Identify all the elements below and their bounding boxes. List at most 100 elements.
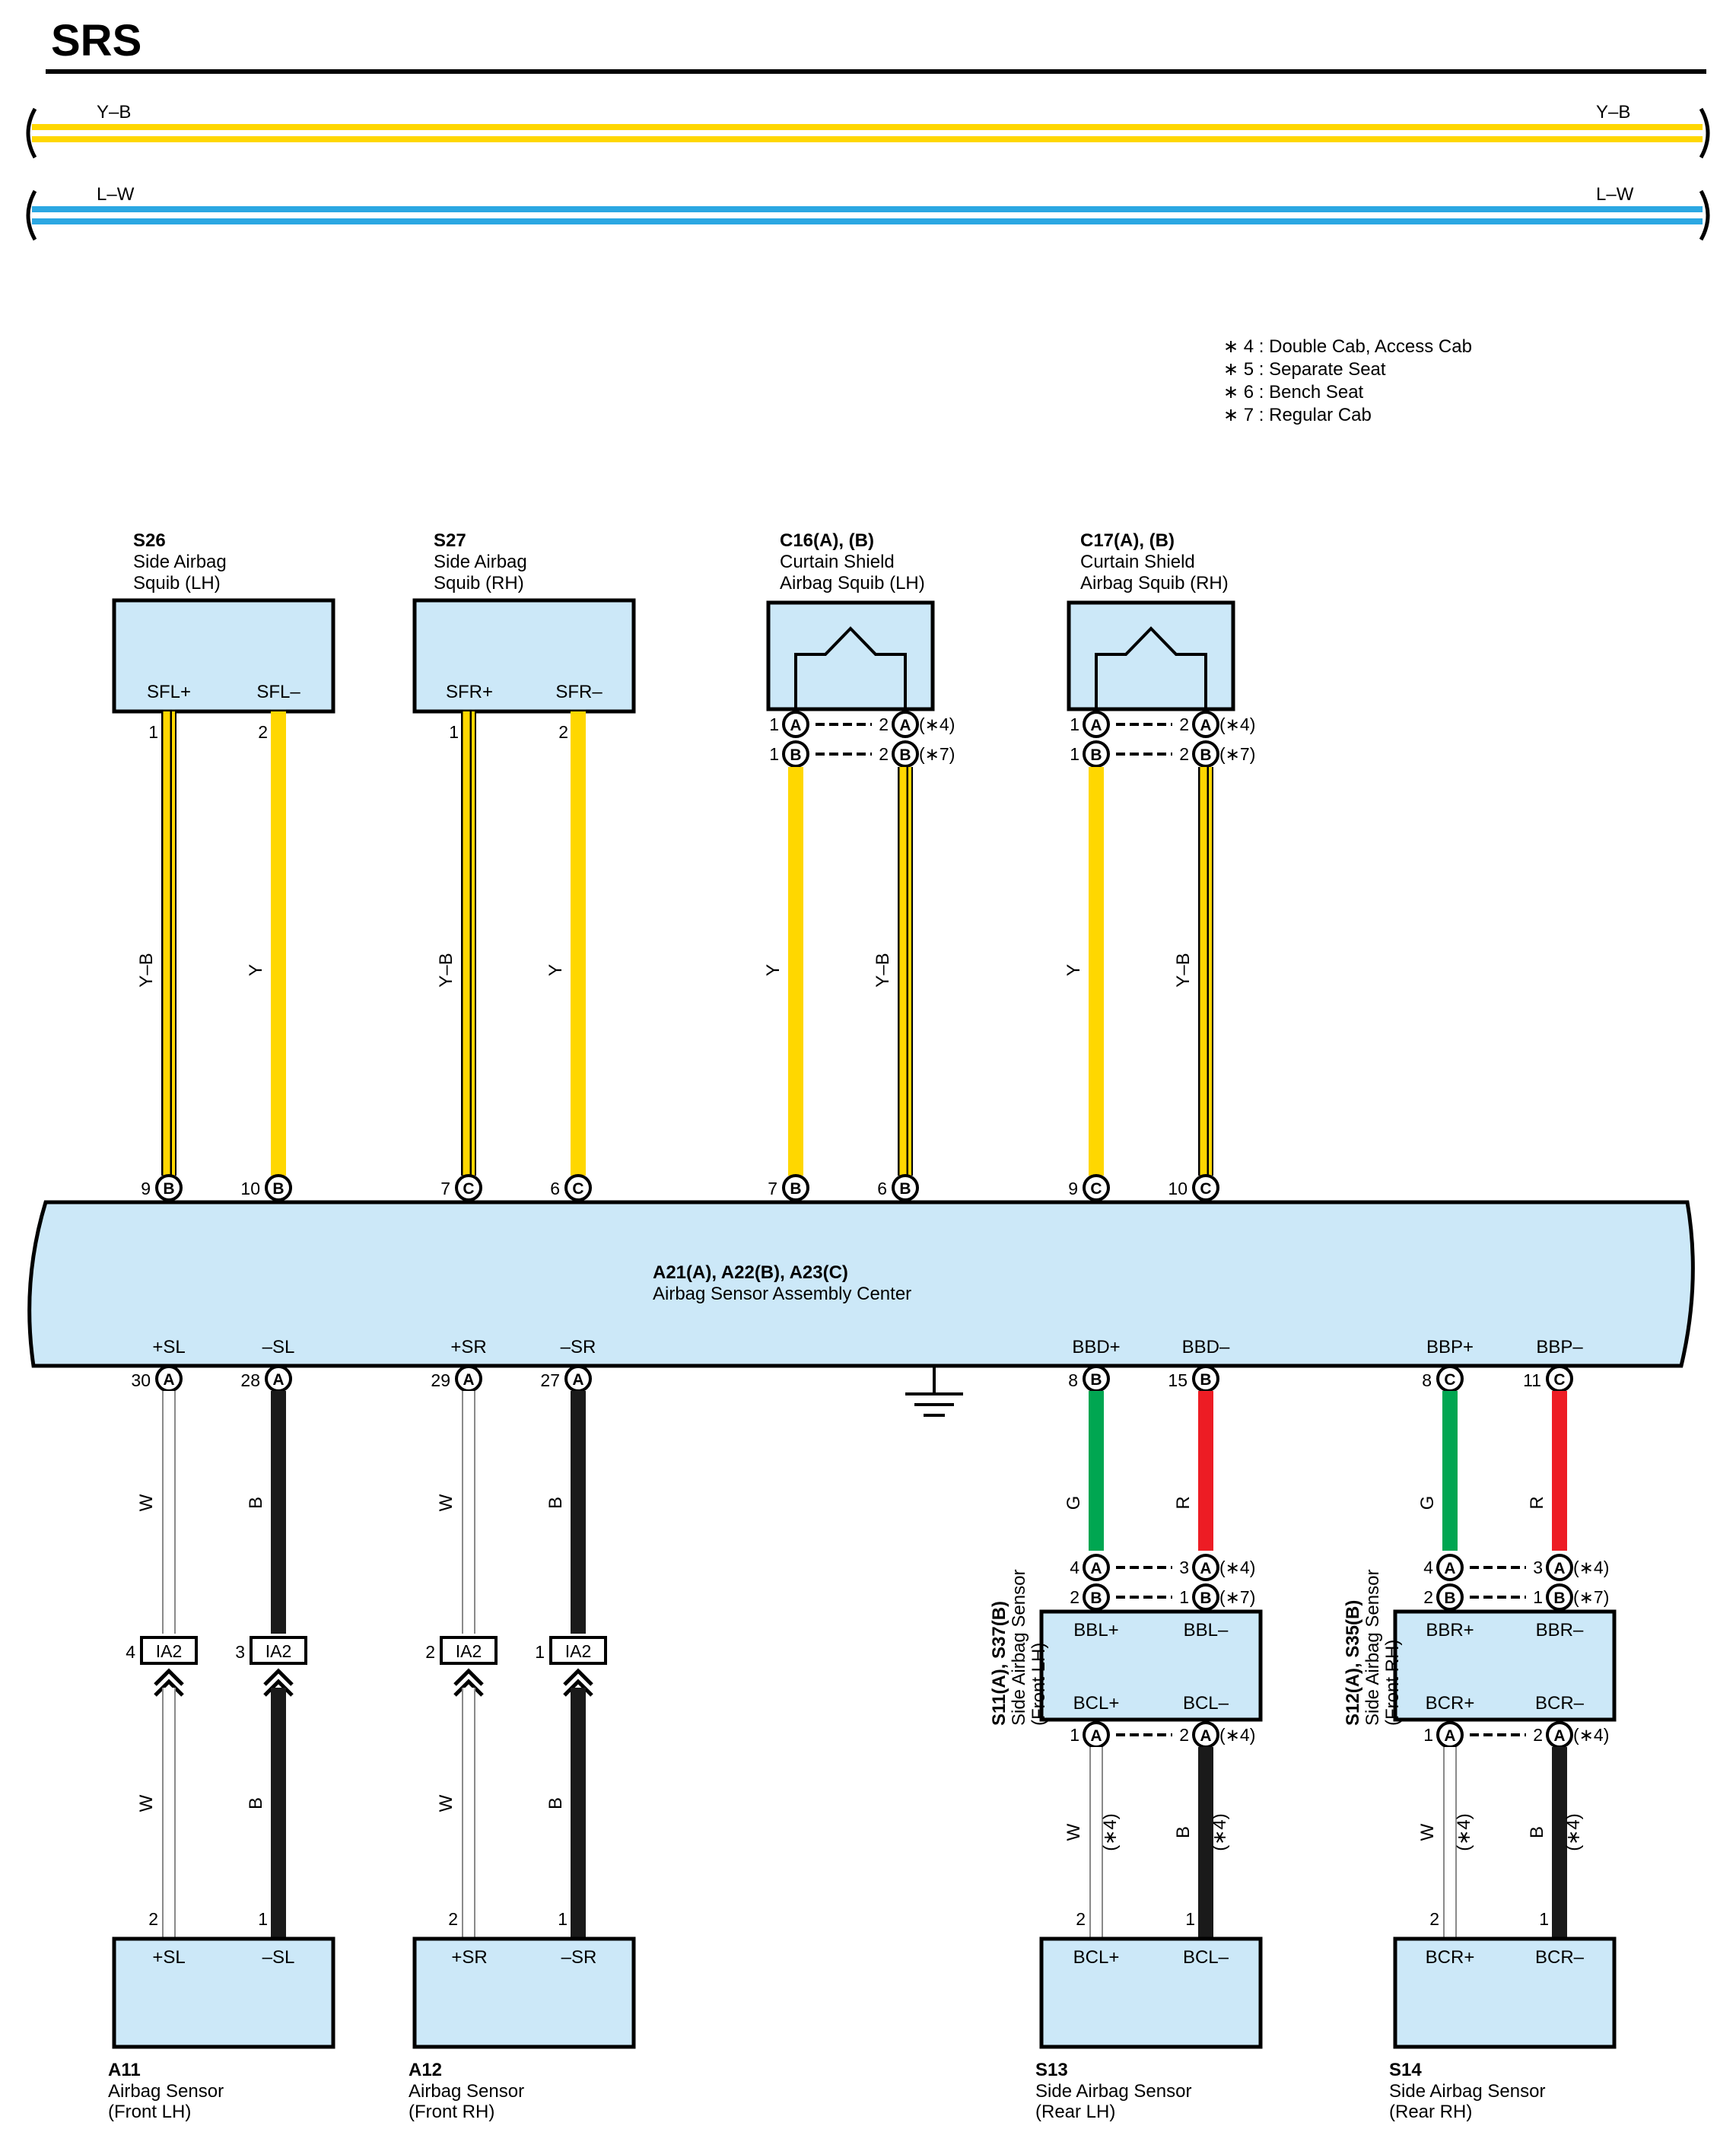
connector-pin xyxy=(892,1174,919,1201)
pin-number: 1 xyxy=(1185,1909,1195,1929)
connector-pin-letter: C xyxy=(1200,1180,1211,1198)
component-s27 xyxy=(412,598,636,714)
pin-number: 11 xyxy=(1523,1370,1541,1390)
wire-color-label: B xyxy=(1173,1826,1194,1838)
pin-number: 1 xyxy=(1179,1587,1189,1607)
terminal-label: BCL+ xyxy=(1073,1693,1120,1714)
terminal-label: BCL– xyxy=(1183,1693,1229,1714)
connector-pin xyxy=(564,1174,592,1201)
terminal-label: BBP+ xyxy=(1426,1337,1474,1357)
terminal-label: BCR– xyxy=(1535,1947,1585,1968)
connector-pin-letter: B xyxy=(1090,1590,1102,1607)
pin-number: 6 xyxy=(550,1179,560,1198)
pin-number: 1 xyxy=(769,744,779,764)
harness-break-left xyxy=(26,189,37,241)
wire-color-label: W xyxy=(136,1494,157,1511)
connector-pin-letter: B xyxy=(899,1180,911,1198)
pin-number: 2 xyxy=(448,1909,458,1929)
variant-note: (∗4) xyxy=(1573,1558,1609,1577)
variant-note: (∗7) xyxy=(1219,744,1255,764)
variant-note: (∗4) xyxy=(1454,1813,1474,1851)
component-id: S11(A), S37(B) xyxy=(989,1601,1009,1726)
connector-pin-letter: A xyxy=(1090,717,1102,734)
component-name: (Front LH) xyxy=(1029,1643,1049,1726)
connector-pin-letter: B xyxy=(163,1180,174,1198)
terminal-label: +SL xyxy=(152,1947,185,1968)
inline-connector xyxy=(250,1636,307,1665)
front-sensor-A11 xyxy=(112,1936,335,2049)
terminal-label: BCR– xyxy=(1535,1693,1585,1714)
wire-color-label: W xyxy=(136,1794,157,1812)
connector-pin xyxy=(1546,1554,1573,1581)
pin-number: 1 xyxy=(1070,1725,1079,1745)
connector-pin-letter: A xyxy=(1553,1727,1565,1745)
connector-pin-letter: B xyxy=(899,746,911,764)
wire-color-label: B xyxy=(545,1497,566,1509)
component-name: Airbag Squib (LH) xyxy=(780,573,925,594)
wire-color-label: W xyxy=(1064,1823,1084,1841)
connector-pin xyxy=(1083,1174,1110,1201)
terminal-label: BCR+ xyxy=(1426,1947,1475,1968)
component-name: Curtain Shield xyxy=(1080,552,1195,572)
terminal-label: –SR xyxy=(561,1337,596,1357)
connector-pin-letter: A xyxy=(1200,1727,1211,1745)
pin-number: 2 xyxy=(1179,1725,1189,1745)
pin-number: 3 xyxy=(1179,1558,1189,1577)
terminal-label: SFR+ xyxy=(446,682,493,702)
pin-number: 29 xyxy=(431,1370,450,1390)
connector-pin-letter: A xyxy=(163,1371,174,1389)
terminal-label: BBL+ xyxy=(1073,1620,1118,1641)
variant-note: (∗4) xyxy=(1210,1813,1230,1851)
terminal-label: +SR xyxy=(451,1947,487,1968)
wire-color-label: Y–B xyxy=(136,953,157,987)
pin-number: 27 xyxy=(540,1370,560,1390)
pin-number: 8 xyxy=(1422,1370,1432,1390)
wire-color-label: Y–B xyxy=(436,953,456,987)
harness-label-left: L–W xyxy=(97,184,135,205)
chevron-icon xyxy=(263,1679,294,1697)
variant-note: (∗4) xyxy=(1100,1813,1121,1851)
pin-number: 1 xyxy=(1070,714,1079,734)
terminal-label: BBD– xyxy=(1182,1337,1230,1357)
wire-color-label: Y xyxy=(1064,964,1084,976)
terminal-label: BCL+ xyxy=(1073,1947,1120,1968)
component-s26 xyxy=(112,598,335,714)
pin-number: 2 xyxy=(558,722,568,742)
terminal-label: SFL+ xyxy=(147,682,191,702)
connector-pin-letter: A xyxy=(899,717,911,734)
connector-pin-letter: A xyxy=(572,1371,583,1389)
pin-number: 3 xyxy=(1533,1558,1543,1577)
chevron-icon xyxy=(563,1668,593,1686)
connector-pin xyxy=(782,1174,809,1201)
connector-pin-letter: B xyxy=(1444,1590,1455,1607)
pin-number: 30 xyxy=(131,1370,151,1390)
side-sensor-label: S12(A), S35(B)Side Airbag Sensor(Front R… xyxy=(1343,1570,1403,1726)
side-sensor-rear xyxy=(1039,1936,1263,2049)
connector-pin xyxy=(1192,1554,1219,1581)
pin-number: 2 xyxy=(1423,1587,1433,1607)
connector-pin-letter: C xyxy=(572,1180,583,1198)
wire-color-label: Y–B xyxy=(1173,953,1194,987)
harness-label-right: Y–B xyxy=(1596,102,1630,123)
wire-color-label: W xyxy=(1417,1823,1438,1841)
component-name: (Rear RH) xyxy=(1389,2102,1472,2122)
pin-number: 8 xyxy=(1068,1370,1078,1390)
component-id: A11 xyxy=(108,2060,141,2080)
wire-color-label: B xyxy=(545,1797,566,1809)
inline-connector-label: IA2 xyxy=(565,1641,592,1661)
harness-label-left: Y–B xyxy=(97,102,131,123)
connector-pin xyxy=(1192,740,1219,768)
squib-symbol xyxy=(794,626,907,709)
page-title: SRS xyxy=(51,16,141,65)
component-name: Curtain Shield xyxy=(780,552,895,572)
pin-number: 10 xyxy=(1168,1179,1188,1198)
pin-number: 9 xyxy=(141,1179,151,1198)
harness-break-right xyxy=(1699,107,1710,159)
connector-pin-letter: C xyxy=(1553,1371,1565,1389)
wire-color-label: B xyxy=(246,1797,266,1809)
component-c16 xyxy=(766,600,935,711)
connector-pin xyxy=(892,711,919,738)
connector-pin-letter: C xyxy=(1444,1371,1455,1389)
terminal-label: BBR– xyxy=(1536,1620,1584,1641)
terminal-label: –SL xyxy=(262,1337,295,1357)
